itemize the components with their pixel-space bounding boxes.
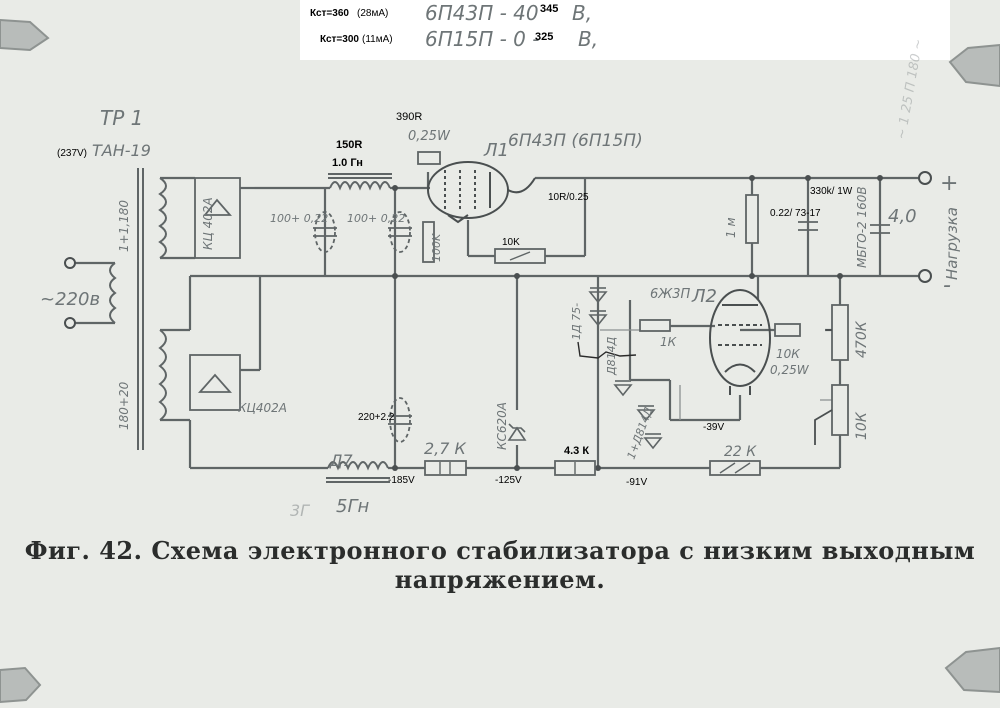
tr1-voltage: (237V) xyxy=(57,148,87,159)
choke2-ref: Д7 xyxy=(329,451,354,470)
bridge-rectifier-top xyxy=(194,177,241,259)
choke2-inductance: 5Гн xyxy=(336,496,369,517)
stabilitron-label: КС620А xyxy=(495,402,509,450)
tube1-ref: Л1 xyxy=(483,140,509,161)
res-100k-label: 100K xyxy=(430,233,443,262)
zener-mid-label: Д814Д xyxy=(605,336,618,376)
resistor-marks xyxy=(439,251,751,474)
kst2-value: 325 xyxy=(535,31,553,43)
cap-220-label: 220+2.2 xyxy=(358,412,395,423)
kst1-value: 345 xyxy=(540,3,558,15)
res-10k-grid-power: 0,25W xyxy=(770,363,810,377)
voltage-39: -39V xyxy=(703,422,724,433)
kst1-tube: 6П43П - 40 xyxy=(425,1,539,25)
pot-470k-label: 470К xyxy=(854,320,870,358)
cap-mbgo-label: МБГО-2 160В xyxy=(855,186,869,268)
res-10r-label: 10R/0.25 xyxy=(548,192,589,203)
voltage-125: -125V xyxy=(495,475,522,486)
kst2-tube: 6П15П - 0 - xyxy=(425,27,539,51)
res-10k-label: 10K xyxy=(502,237,520,248)
junction-dots xyxy=(392,175,883,471)
figure-caption-line-2: напряжением. xyxy=(394,565,606,594)
output-plus: + xyxy=(940,171,958,196)
voltage-91: -91V xyxy=(626,477,647,488)
binder-clip-bottom-right xyxy=(944,646,1000,694)
zener-bottom-label: 1+Д814Д xyxy=(625,405,656,461)
cap-022-label: 0.22/ 73-17 xyxy=(770,208,821,219)
bridge-rectifier-bottom xyxy=(189,354,241,411)
choke2-faint: 3Г xyxy=(290,501,310,520)
choke1-resistance: 150R xyxy=(336,139,362,151)
res-10k-grid-label: 10К xyxy=(776,347,800,361)
handwritten-mark xyxy=(577,341,637,359)
kst1-unit: В, xyxy=(572,1,592,25)
binder-clip-top-left xyxy=(0,18,50,52)
output-terminals xyxy=(64,171,932,329)
zener-top-label: 1Д 75- xyxy=(570,303,583,340)
load-label: Нагрузка xyxy=(943,207,961,280)
tube-l2 xyxy=(709,289,771,395)
kst1-label: Кст=360 xyxy=(310,8,349,19)
voltage-185: -185V xyxy=(388,475,415,486)
primary-voltage: ~220в xyxy=(40,289,100,310)
cap1-label: 100+ 0,22 xyxy=(270,212,328,225)
kst2-current: (11мА) xyxy=(362,34,393,45)
binder-clip-bottom-left xyxy=(0,666,42,704)
figure-caption-line-1: Фиг. 42. Схема электронного стабилизатор… xyxy=(24,536,976,565)
cap2-label: 100+ 0,22 xyxy=(347,212,405,225)
tube2-model: 6Ж3П xyxy=(650,287,691,302)
bridge-top-label: КЦ 402А xyxy=(201,197,215,250)
res-1k-label: 1К xyxy=(660,335,677,349)
tube-l1 xyxy=(427,161,536,224)
res-390-power: 0,25W xyxy=(408,129,451,144)
res-1m-label: 1 м xyxy=(724,217,738,238)
cap-4-label: 4,0 xyxy=(888,206,917,227)
res-330k-label: 330k/ 1W xyxy=(810,186,853,197)
choke-l1 xyxy=(328,173,392,191)
tr1-model: ТАН-19 xyxy=(92,141,151,160)
transformer-tr1 xyxy=(109,168,167,450)
kst2-label: Кст=300 xyxy=(320,34,359,45)
binder-clip-top-right xyxy=(948,43,1000,88)
tube2-ref: Л2 xyxy=(691,286,717,307)
kst1-current: (28мА) xyxy=(357,8,388,19)
pot-wipers xyxy=(814,329,833,445)
zener-chain xyxy=(507,287,663,450)
capacitors xyxy=(313,211,890,443)
bridge-bottom-label: КЦ402А xyxy=(238,401,287,415)
tr1-label: ТР 1 xyxy=(100,106,143,130)
wires xyxy=(70,172,925,470)
choke-d7 xyxy=(326,461,390,483)
res-43-label: 4.3 К xyxy=(564,445,589,457)
res-390-label: 390R xyxy=(396,111,422,123)
choke1-inductance: 1.0 Гн xyxy=(332,157,363,169)
pot-10k-label: 10К xyxy=(854,411,870,440)
secondary-bottom-label: 180+20 xyxy=(117,381,131,430)
res-27k-label: 2,7 К xyxy=(424,439,467,458)
secondary-top-label: 1+1,180 xyxy=(117,200,131,252)
header-overlay xyxy=(300,0,950,60)
resistors xyxy=(417,151,849,476)
res-22-label: 22 К xyxy=(724,444,757,460)
output-minus: - xyxy=(943,273,951,298)
tube1-model: 6П43П (6П15П) xyxy=(508,131,643,151)
kst2-unit: В, xyxy=(578,27,598,51)
